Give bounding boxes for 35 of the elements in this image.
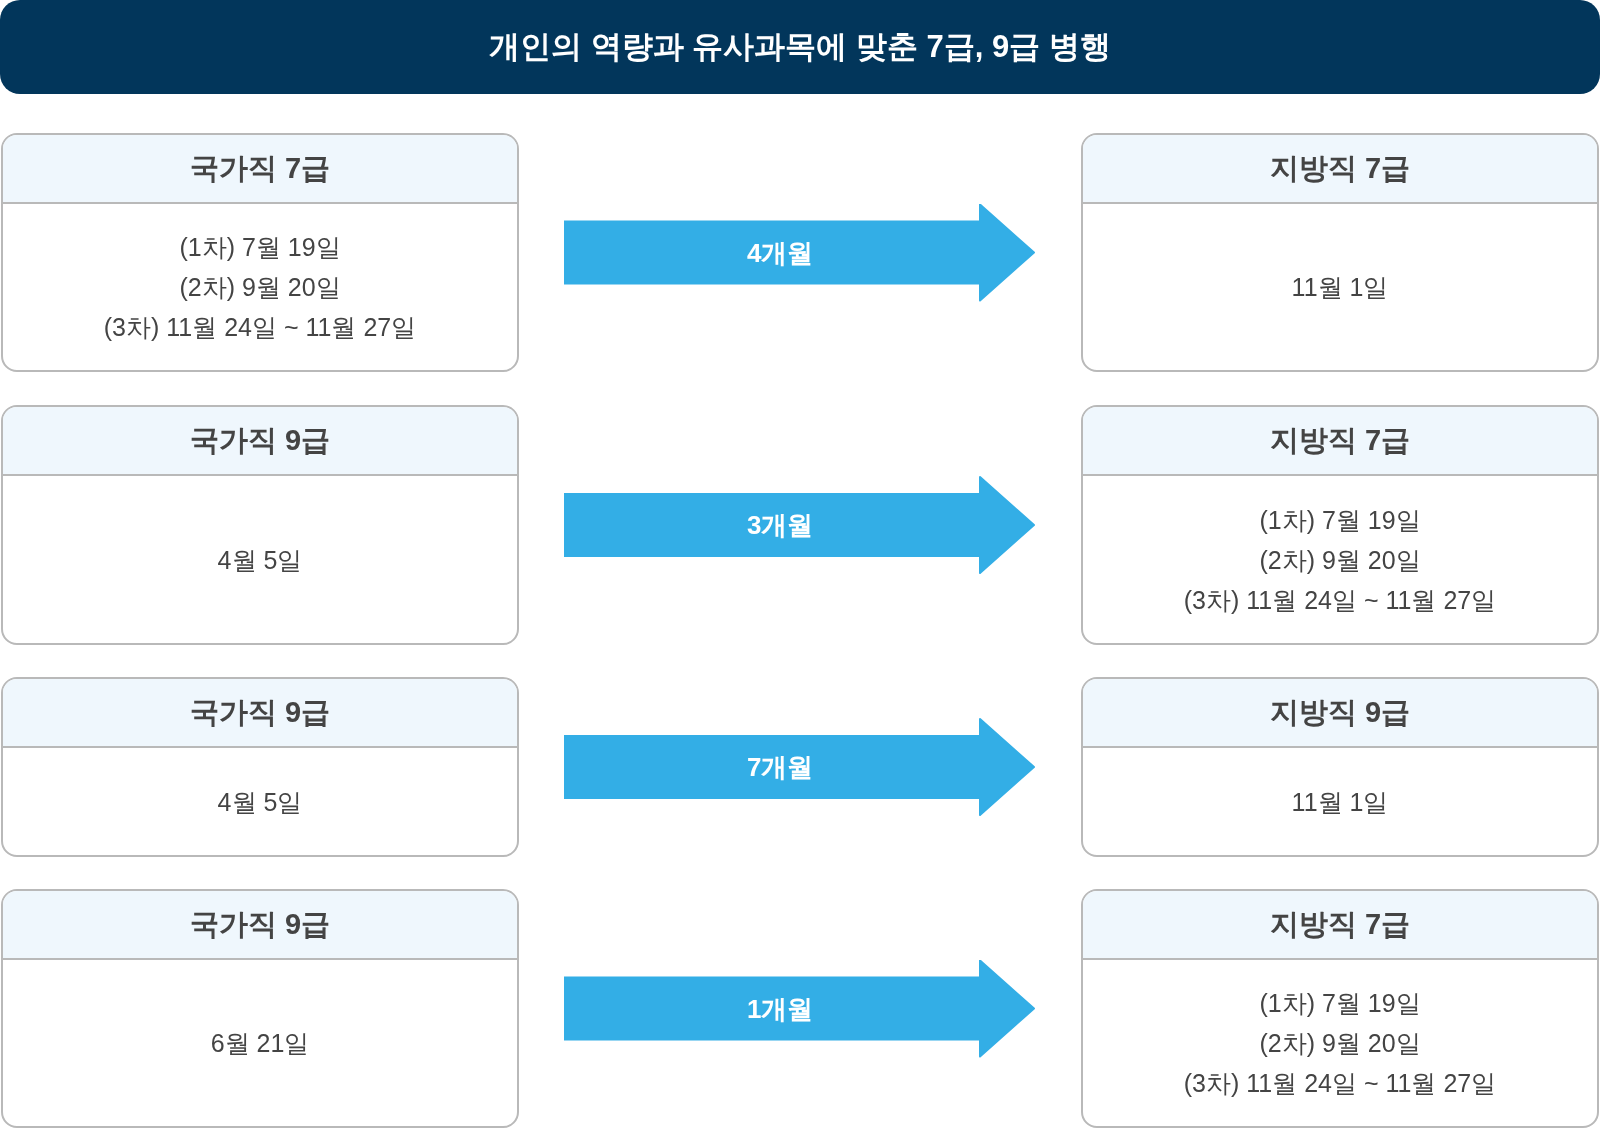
schedule-card	[1, 889, 519, 1128]
date-text: 11월 1일	[1291, 272, 1389, 303]
edge-label: 1개월	[746, 993, 814, 1024]
schedule-card	[1081, 405, 1599, 645]
date-text: (3차) 11월 24일 ~ 11월 27일	[103, 312, 417, 343]
schedule-card	[1081, 133, 1599, 372]
card-heading: 지방직 7급	[1083, 135, 1597, 204]
schedule-card	[1, 405, 519, 645]
card-heading: 지방직 7급	[1083, 407, 1597, 476]
schedule-card	[1081, 677, 1599, 857]
edge-label: 3개월	[746, 510, 814, 540]
date-text: (1차) 7월 19일	[1259, 988, 1421, 1019]
schedule-card	[1, 677, 519, 857]
date-text: (2차) 9월 20일	[1259, 1028, 1421, 1059]
date-text: (2차) 9월 20일	[179, 272, 341, 303]
date-text: (2차) 9월 20일	[1259, 544, 1421, 576]
schedule-card	[1081, 889, 1599, 1128]
card-heading: 지방직 9급	[1083, 679, 1597, 748]
date-text: 4월 5일	[217, 544, 303, 576]
card-heading: 국가직 9급	[3, 407, 517, 476]
card-heading: 국가직 9급	[3, 891, 517, 960]
date-text: (1차) 7월 19일	[179, 232, 341, 263]
date-text: (3차) 11월 24일 ~ 11월 27일	[1183, 1068, 1497, 1099]
schedule-card	[1, 133, 519, 372]
date-text: 11월 1일	[1291, 786, 1389, 818]
edge-label: 4개월	[746, 237, 814, 268]
date-text: 6월 21일	[210, 1028, 310, 1059]
edge-label: 7개월	[746, 752, 814, 782]
date-text: (1차) 7월 19일	[1259, 504, 1421, 536]
date-text: 4월 5일	[217, 786, 303, 818]
card-heading: 국가직 7급	[3, 135, 517, 204]
card-heading: 국가직 9급	[3, 679, 517, 748]
date-text: (3차) 11월 24일 ~ 11월 27일	[1183, 584, 1497, 616]
card-heading: 지방직 7급	[1083, 891, 1597, 960]
title-banner: 개인의 역량과 유사과목에 맞춘 7급, 9급 병행	[0, 0, 1600, 94]
